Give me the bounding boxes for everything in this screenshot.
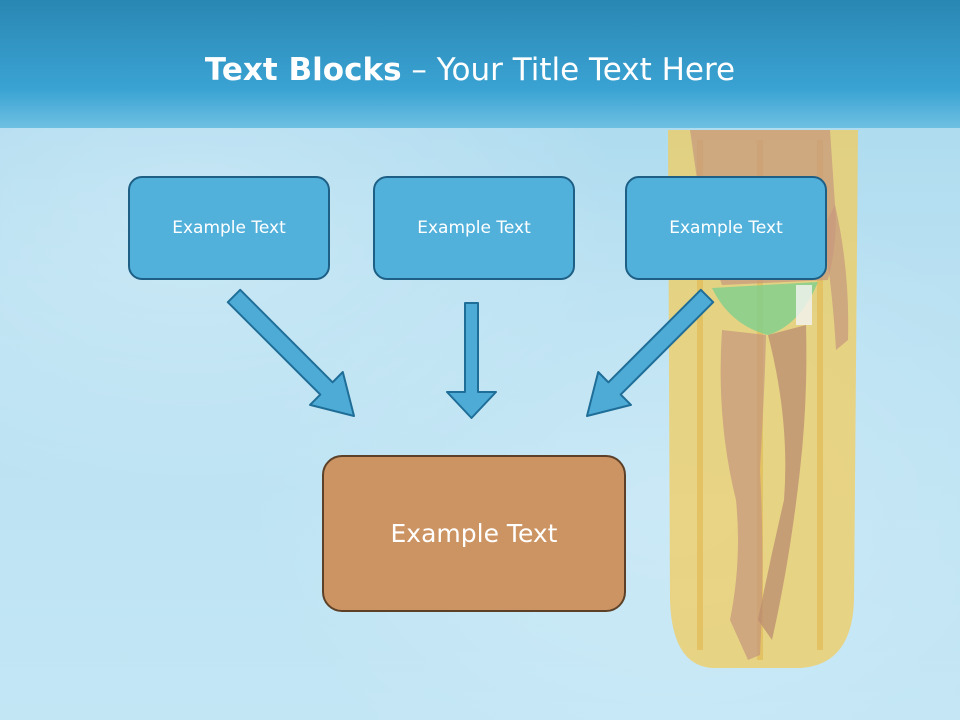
title-bold-part: Text Blocks bbox=[204, 52, 402, 88]
text-block-2[interactable]: Example Text bbox=[373, 176, 575, 280]
target-block[interactable]: Example Text bbox=[322, 455, 626, 612]
arrow-center-icon bbox=[446, 302, 497, 419]
text-block-1[interactable]: Example Text bbox=[128, 176, 330, 280]
title-banner bbox=[0, 0, 960, 128]
title-rest: Your Title Text Here bbox=[436, 52, 736, 88]
title-dash: – bbox=[401, 52, 437, 88]
arrow-left-icon bbox=[226, 288, 355, 417]
slide-title: Text Blocks – Your Title Text Here bbox=[0, 52, 940, 88]
arrow-right-icon bbox=[586, 288, 715, 417]
text-block-3[interactable]: Example Text bbox=[625, 176, 827, 280]
